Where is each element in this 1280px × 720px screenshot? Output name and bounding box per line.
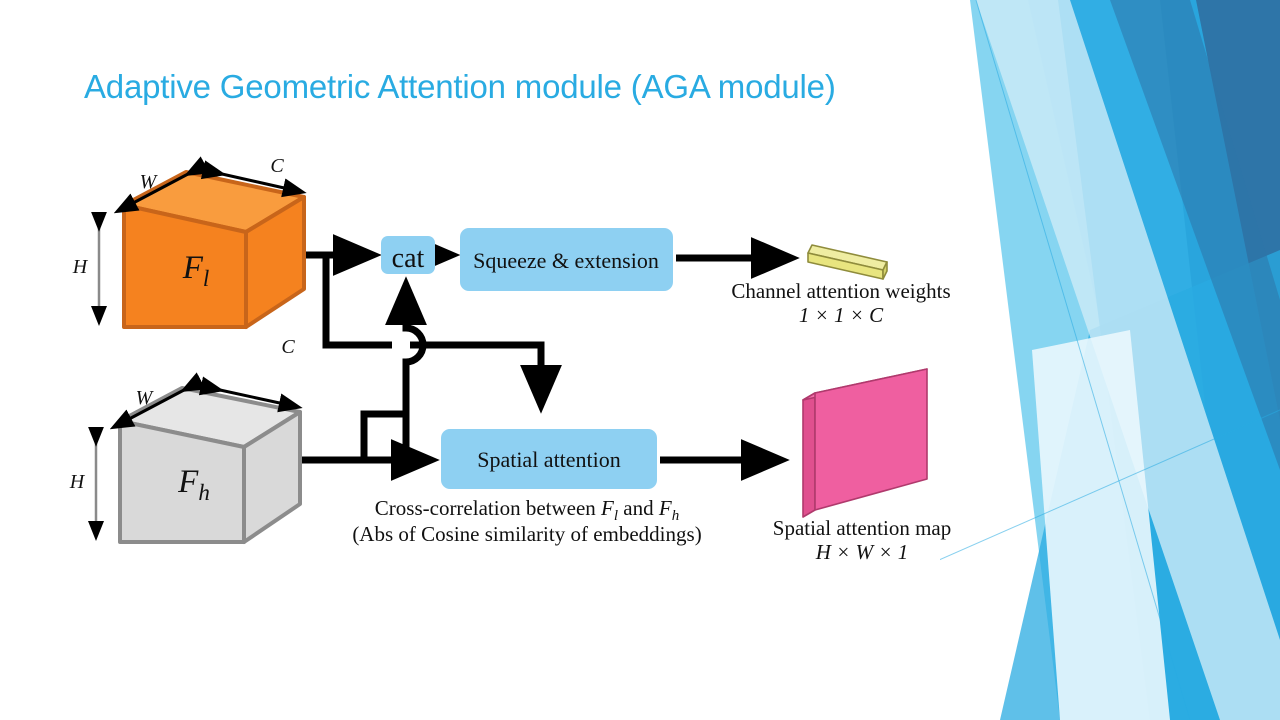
fh-width-label: W: [136, 387, 155, 409]
wire-fh-up-to-hop: [360, 410, 406, 460]
wire-hop-to-spatial-attention: [410, 341, 562, 414]
channel-weights-caption-title: Channel attention weights: [731, 279, 950, 303]
cross-correlation-line-2: (Abs of Cosine similarity of embeddings): [352, 522, 701, 546]
wire-fl-down-to-hop: [322, 255, 392, 349]
spatial-attention-label: Spatial attention: [477, 447, 621, 472]
fh-dimension-annotations: W C H: [69, 336, 303, 541]
fh-label: Fh: [177, 464, 210, 505]
connector-wires: [302, 234, 800, 481]
block-channel-attention-weights: [807, 244, 888, 280]
fl-cuboid-front: [122, 203, 248, 329]
fl-dimension-annotations: W C H: [72, 155, 307, 326]
fh-cuboid-front: [118, 419, 246, 544]
fh-depth-label: C: [281, 336, 295, 358]
fl-width-label: W: [140, 171, 159, 193]
fl-width-arrow: [113, 156, 210, 214]
fl-depth-label: C: [270, 155, 284, 177]
spatial-map-left-edge: [802, 392, 816, 518]
fh-width-arrow: [109, 372, 206, 430]
cat-label: cat: [392, 243, 425, 274]
cross-correlation-line-1: Cross-correlation between Fl and Fh: [375, 496, 679, 524]
spatial-map-caption-title: Spatial attention map: [773, 516, 951, 540]
block-spatial-attention-map: [802, 368, 928, 518]
fl-label: Fl: [182, 250, 210, 291]
fh-height-label: H: [69, 471, 86, 493]
channel-weights-caption-dims: 1 × 1 × C: [799, 303, 884, 327]
fh-depth-arrow: [198, 376, 303, 413]
spatial-attention-box[interactable]: [441, 429, 657, 489]
caption-spatial-attention-map: Spatial attention map H × W × 1: [773, 516, 951, 564]
page-title: Adaptive Geometric Attention module (AGA…: [84, 68, 836, 105]
squeeze-extension-box[interactable]: [460, 228, 673, 291]
spatial-map-caption-dims: H × W × 1: [815, 540, 909, 564]
caption-cross-correlation: Cross-correlation between Fl and Fh (Abs…: [352, 496, 701, 546]
channel-weights-bar-end: [882, 261, 888, 280]
wire-hop-up-to-cat: [385, 276, 427, 466]
squeeze-extension-label: Squeeze & extension: [473, 248, 659, 273]
fl-height-label: H: [72, 256, 89, 278]
fl-depth-arrow: [200, 160, 307, 198]
block-spatial-attention[interactable]: Spatial attention: [441, 429, 657, 489]
caption-channel-attention-weights: Channel attention weights 1 × 1 × C: [731, 279, 950, 327]
block-squeeze-extension[interactable]: Squeeze & extension: [460, 228, 673, 291]
block-cat[interactable]: cat: [381, 236, 435, 274]
spatial-map-front: [814, 368, 928, 511]
cat-box[interactable]: [381, 236, 435, 274]
